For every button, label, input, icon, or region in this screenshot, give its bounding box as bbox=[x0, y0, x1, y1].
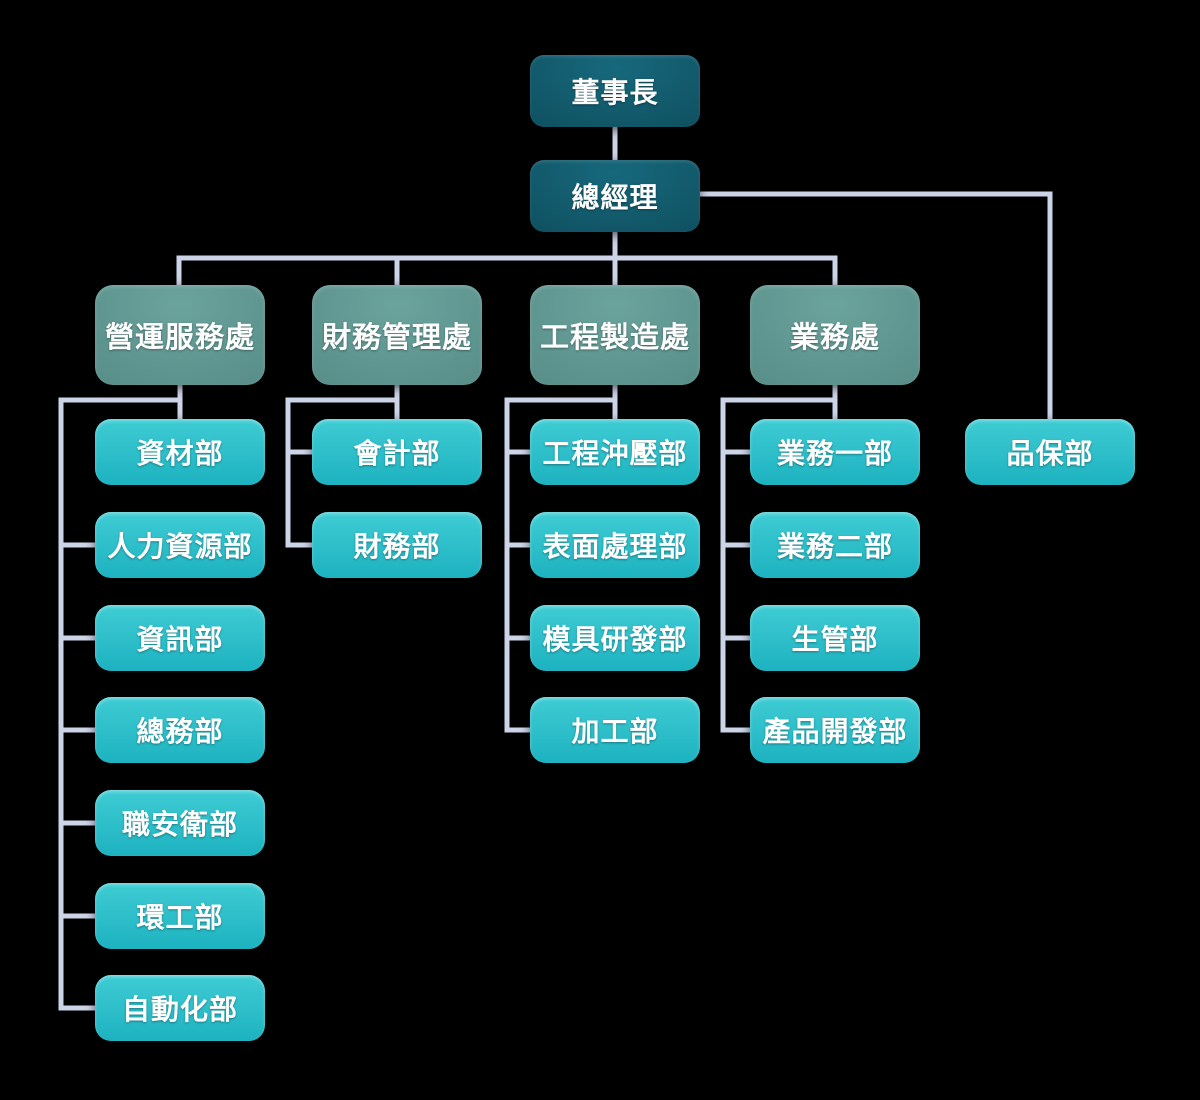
node-automation-dept: 自動化部 bbox=[95, 975, 265, 1041]
node-production-control-dept: 生管部 bbox=[750, 605, 920, 671]
dept-label: 產品開發部 bbox=[762, 716, 908, 747]
node-finance-dept: 財務部 bbox=[312, 512, 482, 578]
connector-ops-trunk bbox=[58, 397, 180, 1011]
dept-label: 總務部 bbox=[136, 716, 224, 747]
connector-sales-trunk bbox=[720, 397, 835, 733]
division-label: 工程製造處 bbox=[539, 322, 690, 354]
division-label: 業務處 bbox=[789, 322, 880, 354]
node-environmental-engineering-dept: 環工部 bbox=[95, 883, 265, 949]
dept-label: 人力資源部 bbox=[107, 531, 253, 562]
dept-label: 業務二部 bbox=[776, 531, 893, 562]
dept-label: 模具研發部 bbox=[542, 624, 688, 655]
node-human-resources-dept: 人力資源部 bbox=[95, 512, 265, 578]
connector-eng-trunk bbox=[504, 397, 615, 733]
dept-label: 品保部 bbox=[1006, 438, 1094, 469]
node-mold-rd-dept: 模具研發部 bbox=[530, 605, 700, 671]
chairman-label: 董事長 bbox=[571, 77, 659, 108]
general-manager-label: 總經理 bbox=[571, 182, 659, 213]
dept-label: 自動化部 bbox=[121, 994, 238, 1025]
node-chairman: 董事長 bbox=[530, 55, 700, 127]
node-finance-management-division: 財務管理處 bbox=[312, 285, 482, 385]
dept-label: 資材部 bbox=[136, 438, 224, 469]
node-surface-treatment-dept: 表面處理部 bbox=[530, 512, 700, 578]
node-sales-dept-2: 業務二部 bbox=[750, 512, 920, 578]
dept-label: 環工部 bbox=[136, 902, 224, 933]
node-general-affairs-dept: 總務部 bbox=[95, 697, 265, 763]
dept-label: 工程沖壓部 bbox=[542, 438, 688, 469]
dept-label: 會計部 bbox=[353, 438, 441, 469]
dept-label: 職安衛部 bbox=[121, 809, 238, 840]
dept-label: 業務一部 bbox=[776, 438, 893, 469]
connector-distribution-bar bbox=[176, 255, 838, 285]
node-sales-division: 業務處 bbox=[750, 285, 920, 385]
node-accounting-dept: 會計部 bbox=[312, 419, 482, 485]
dept-label: 表面處理部 bbox=[542, 531, 688, 562]
node-materials-dept: 資材部 bbox=[95, 419, 265, 485]
node-product-development-dept: 產品開發部 bbox=[750, 697, 920, 763]
node-general-manager: 總經理 bbox=[530, 160, 700, 232]
node-operations-service-division: 營運服務處 bbox=[95, 285, 265, 385]
division-label: 財務管理處 bbox=[321, 322, 472, 354]
dept-label: 加工部 bbox=[571, 716, 659, 747]
node-quality-assurance-dept: 品保部 bbox=[965, 419, 1135, 485]
node-information-dept: 資訊部 bbox=[95, 605, 265, 671]
node-processing-dept: 加工部 bbox=[530, 697, 700, 763]
dept-label: 生管部 bbox=[791, 624, 879, 655]
connector-fin-trunk bbox=[285, 397, 397, 548]
connector-gm-qa bbox=[700, 191, 1053, 419]
node-sales-dept-1: 業務一部 bbox=[750, 419, 920, 485]
node-engineering-manufacturing-division: 工程製造處 bbox=[530, 285, 700, 385]
division-label: 營運服務處 bbox=[104, 322, 255, 354]
dept-label: 資訊部 bbox=[136, 624, 224, 655]
node-stamping-engineering-dept: 工程沖壓部 bbox=[530, 419, 700, 485]
node-occupational-safety-dept: 職安衛部 bbox=[95, 790, 265, 856]
dept-label: 財務部 bbox=[353, 531, 441, 562]
